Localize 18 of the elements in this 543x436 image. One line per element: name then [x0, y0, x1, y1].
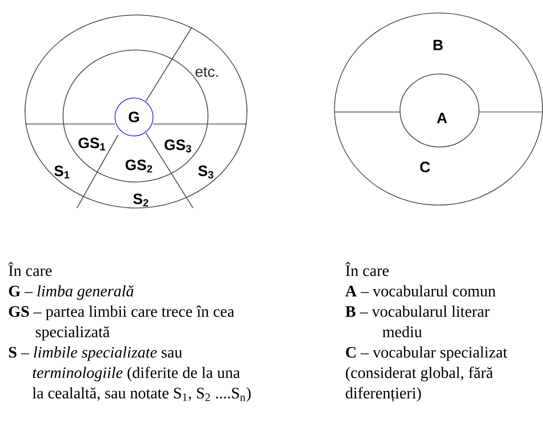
region-label: A [436, 112, 448, 124]
legend-entry: B – vocabularul literar mediu [345, 306, 490, 338]
region-label: etc. [196, 67, 218, 77]
heading-text: În care [345, 262, 389, 276]
region-label: C [420, 162, 430, 172]
region-label: GS$_{3}$ [164, 140, 192, 152]
legend-entry: G – limba generală [9, 285, 134, 300]
heading-text: În care [8, 262, 52, 276]
region-label: S$_{2}$ [133, 194, 148, 206]
region-label: S$_{1}$ [54, 166, 70, 178]
region-label: S$_{3}$ [198, 166, 214, 178]
legend-entry: A – vocabularul comun [345, 285, 496, 296]
legend-entry: S – limbile specializate sau terminologiile (diferite de la una la cealaltă, sau notate S$_{1}$, S$_{2}$ ....S$_{n}$) [9, 346, 251, 402]
region-label: G [128, 112, 139, 122]
legend-entry: C – vocabular specializat (considerat global, fără diferențieri) [346, 346, 508, 402]
region-label: B [434, 40, 443, 50]
region-label: GS$_{1}$ [78, 138, 106, 150]
region-label: GS$_{2}$ [126, 160, 152, 172]
